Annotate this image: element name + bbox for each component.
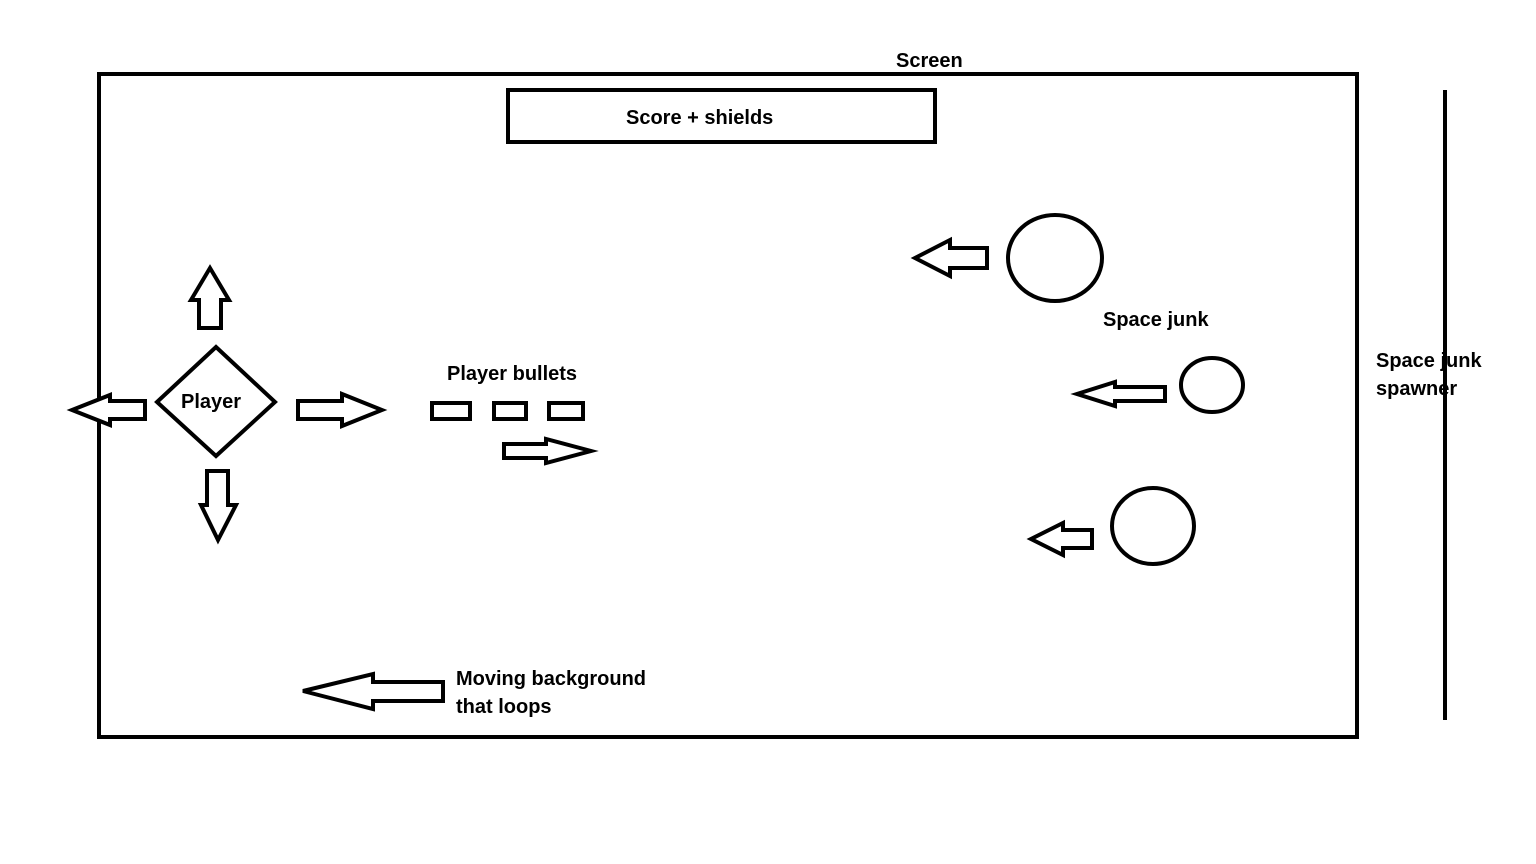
junk-large-left-arrow-icon bbox=[910, 236, 989, 280]
bullet-1 bbox=[430, 401, 472, 421]
player-down-arrow-icon bbox=[197, 469, 240, 545]
player-left-arrow-icon bbox=[66, 392, 147, 428]
bullet-3 bbox=[547, 401, 585, 421]
player-diamond bbox=[154, 344, 278, 459]
score-shields-box bbox=[506, 88, 937, 144]
score-shields-label: Score + shields bbox=[626, 107, 773, 129]
screen-frame bbox=[97, 72, 1359, 739]
space-junk-medium bbox=[1110, 486, 1196, 566]
background-label-line1: Moving background bbox=[456, 668, 646, 690]
spawner-label-line1: Space junk bbox=[1376, 350, 1482, 372]
player-right-arrow-icon bbox=[296, 391, 388, 429]
background-label-line2: that loops bbox=[456, 696, 552, 718]
player-bullets-label: Player bullets bbox=[447, 363, 577, 385]
space-junk-label: Space junk bbox=[1103, 309, 1209, 331]
player-label: Player bbox=[181, 391, 241, 413]
bullet-2 bbox=[492, 401, 528, 421]
junk-small-left-arrow-icon bbox=[1070, 379, 1167, 409]
screen-label: Screen bbox=[896, 50, 963, 72]
junk-medium-left-arrow-icon bbox=[1026, 519, 1094, 559]
spawner-label-line2: spawner bbox=[1376, 378, 1457, 400]
bullets-right-arrow-icon bbox=[502, 436, 599, 466]
player-up-arrow-icon bbox=[187, 264, 233, 330]
space-junk-small bbox=[1179, 356, 1245, 414]
background-left-arrow-icon bbox=[302, 671, 445, 712]
space-junk-large bbox=[1006, 213, 1104, 303]
